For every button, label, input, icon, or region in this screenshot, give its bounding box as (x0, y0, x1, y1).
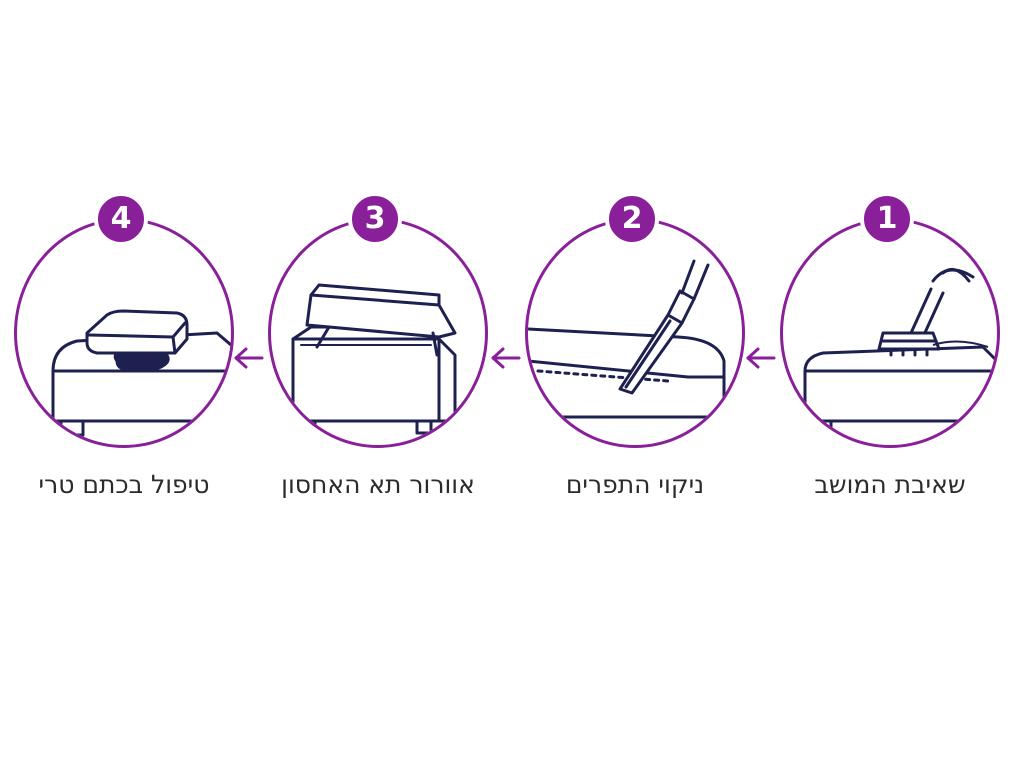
vacuum-cleaning-icon (803, 267, 997, 435)
step-4-label: טיפול בכתם טרי (38, 470, 210, 499)
step-4-number-badge: 4 (94, 192, 148, 246)
step-1: 1 שאיבת המושב (780, 192, 1000, 548)
step-3: 3 אוורור תא האחסון (268, 192, 488, 548)
step-2: 2 ניקוי התפרים (525, 192, 745, 548)
blotting-sponge-icon (51, 309, 231, 437)
step-1-circle (780, 218, 1000, 448)
arrow-left-icon (491, 347, 521, 369)
step-2-label: ניקוי התפרים (565, 470, 705, 499)
open-storage-box-icon (291, 283, 457, 435)
step-2-circle (525, 218, 745, 448)
step-3-circle (268, 218, 488, 448)
arrow-left-icon (234, 347, 264, 369)
step-3-number-badge: 3 (348, 192, 402, 246)
crevice-tool-icon (528, 259, 726, 445)
step-4: 4 טיפול בכתם טרי (14, 192, 234, 548)
step-4-circle (14, 218, 234, 448)
arrow-left-icon (746, 347, 776, 369)
step-3-label: אוורור תא האחסון (281, 470, 475, 499)
step-2-number-badge: 2 (605, 192, 659, 246)
step-1-label: שאיבת המושב (814, 470, 966, 499)
step-1-number-badge: 1 (860, 192, 914, 246)
